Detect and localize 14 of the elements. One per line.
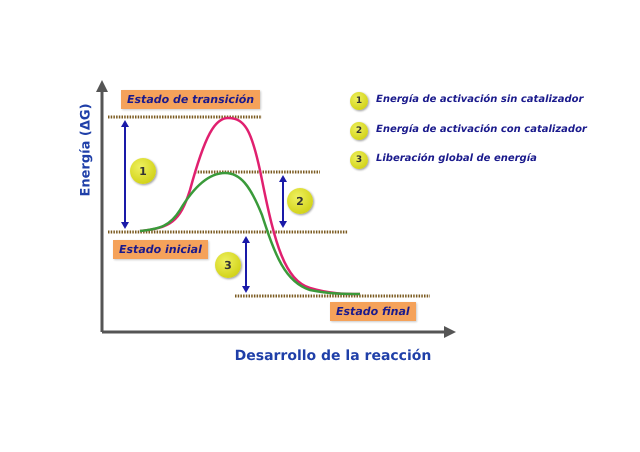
axis-title: Energía (ΔG) (78, 103, 94, 197)
legend-text: Liberación global de energía (376, 153, 537, 164)
state-label: Estado de transición (121, 90, 260, 109)
state-label: Estado inicial (113, 240, 208, 259)
number-badge: 1 (350, 92, 368, 110)
number-badge: 2 (287, 188, 313, 214)
legend-text: Energía de activación sin catalizador (376, 94, 584, 105)
axis-title: Desarrollo de la reacción (234, 348, 432, 364)
number-badge: 3 (215, 252, 241, 278)
number-badge: 3 (350, 151, 368, 169)
number-badge: 2 (350, 122, 368, 140)
number-badge: 1 (130, 158, 156, 184)
state-label: Estado final (330, 302, 416, 321)
legend-text: Energía de activación con catalizador (376, 124, 587, 135)
